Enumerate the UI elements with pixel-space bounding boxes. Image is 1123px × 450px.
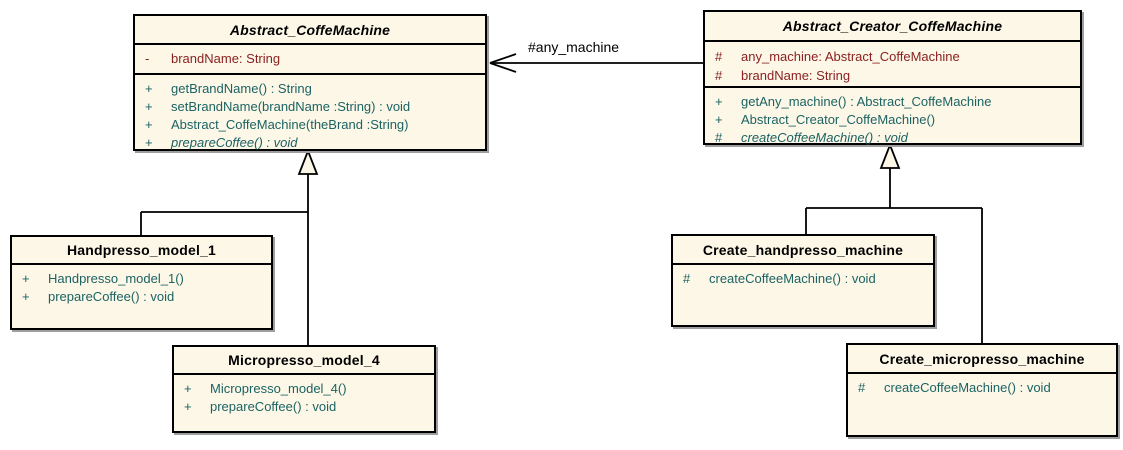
method-row: + getAny_machine() : Abstract_CoffeMachi… xyxy=(705,93,1080,111)
method-signature: createCoffeeMachine() : void xyxy=(709,271,876,286)
class-create-micropresso-machine[interactable]: Create_micropresso_machine # createCoffe… xyxy=(846,343,1118,437)
methods-compartment: + Handpresso_model_1() + prepareCoffee()… xyxy=(12,265,271,328)
attribute-row: # any_machine: Abstract_CoffeMachine xyxy=(705,47,1080,66)
generalization-right xyxy=(805,142,983,343)
class-title: Create_handpresso_machine xyxy=(673,236,933,265)
attributes-compartment: - brandName: String xyxy=(135,45,485,75)
visibility-symbol: + xyxy=(184,381,192,396)
class-abstract-coffemachine[interactable]: Abstract_CoffeMachine - brandName: Strin… xyxy=(133,14,487,151)
class-create-handpresso-machine[interactable]: Create_handpresso_machine # createCoffee… xyxy=(671,234,935,327)
method-signature: Micropresso_model_4() xyxy=(210,381,347,396)
method-row: + Abstract_Creator_CoffeMachine() xyxy=(705,111,1080,129)
attribute-signature: brandName: String xyxy=(171,51,281,66)
visibility-symbol: + xyxy=(145,135,153,150)
association-role-label: #any_machine xyxy=(528,39,620,55)
visibility-symbol: + xyxy=(145,117,153,132)
attribute-row: - brandName: String xyxy=(135,50,485,68)
attributes-compartment: # any_machine: Abstract_CoffeMachine # b… xyxy=(705,42,1080,88)
method-signature: Handpresso_model_1() xyxy=(48,271,184,286)
method-signature: setBrandName(brandName :String) : void xyxy=(171,99,411,114)
association-any-machine xyxy=(489,53,703,73)
generalization-left xyxy=(140,148,319,345)
method-row: # createCoffeeMachine() : void xyxy=(705,129,1080,147)
class-micropresso-model-4[interactable]: Micropresso_model_4 + Micropresso_model_… xyxy=(172,345,436,433)
visibility-symbol: # xyxy=(715,68,723,83)
class-title: Abstract_CoffeMachine xyxy=(135,16,485,45)
visibility-symbol: # xyxy=(715,130,723,145)
attribute-signature: brandName: String xyxy=(741,68,851,83)
method-row: + prepareCoffee() : void xyxy=(174,398,434,416)
method-signature: prepareCoffee() : void xyxy=(210,399,337,414)
generalization-triangle-right xyxy=(879,142,901,169)
method-signature: Abstract_Creator_CoffeMachine() xyxy=(741,112,936,127)
attribute-signature: any_machine: Abstract_CoffeMachine xyxy=(741,49,960,64)
methods-compartment: # createCoffeeMachine() : void xyxy=(673,265,933,325)
method-row: + Handpresso_model_1() xyxy=(12,270,271,288)
class-title: Create_micropresso_machine xyxy=(848,345,1116,374)
method-row: + Micropresso_model_4() xyxy=(174,380,434,398)
visibility-symbol: # xyxy=(858,380,866,395)
method-row: # createCoffeeMachine() : void xyxy=(673,270,933,288)
method-signature: getAny_machine() : Abstract_CoffeMachine xyxy=(741,94,992,109)
attribute-row: # brandName: String xyxy=(705,66,1080,85)
visibility-symbol: - xyxy=(145,51,150,66)
class-handpresso-model-1[interactable]: Handpresso_model_1 + Handpresso_model_1(… xyxy=(10,235,273,330)
class-abstract-creator-coffemachine[interactable]: Abstract_Creator_CoffeMachine # any_mach… xyxy=(703,10,1082,145)
method-signature: createCoffeeMachine() : void xyxy=(741,130,908,145)
visibility-symbol: # xyxy=(683,271,691,286)
visibility-symbol: + xyxy=(22,271,30,286)
method-row: + prepareCoffee() : void xyxy=(12,288,271,306)
method-row: + Abstract_CoffeMachine(theBrand :String… xyxy=(135,116,485,134)
visibility-symbol: + xyxy=(145,99,153,114)
visibility-symbol: + xyxy=(715,112,723,127)
method-signature: getBrandName() : String xyxy=(171,81,312,96)
class-title: Abstract_Creator_CoffeMachine xyxy=(705,12,1080,42)
method-row: + setBrandName(brandName :String) : void xyxy=(135,98,485,116)
methods-compartment: + Micropresso_model_4() + prepareCoffee(… xyxy=(174,375,434,431)
class-title: Handpresso_model_1 xyxy=(12,237,271,265)
visibility-symbol: + xyxy=(145,81,153,96)
visibility-symbol: + xyxy=(715,94,723,109)
generalization-triangle-left xyxy=(297,148,319,175)
method-signature: prepareCoffee() : void xyxy=(171,135,298,150)
class-title: Micropresso_model_4 xyxy=(174,347,434,375)
methods-compartment: + getAny_machine() : Abstract_CoffeMachi… xyxy=(705,88,1080,147)
methods-compartment: # createCoffeeMachine() : void xyxy=(848,374,1116,435)
method-signature: Abstract_CoffeMachine(theBrand :String) xyxy=(171,117,409,132)
methods-compartment: + getBrandName() : String + setBrandName… xyxy=(135,75,485,152)
visibility-symbol: + xyxy=(22,289,30,304)
visibility-symbol: + xyxy=(184,399,192,414)
method-row: # createCoffeeMachine() : void xyxy=(848,379,1116,397)
method-row: + prepareCoffee() : void xyxy=(135,134,485,152)
method-signature: createCoffeeMachine() : void xyxy=(884,380,1051,395)
method-signature: prepareCoffee() : void xyxy=(48,289,175,304)
method-row: + getBrandName() : String xyxy=(135,80,485,98)
visibility-symbol: # xyxy=(715,49,723,64)
